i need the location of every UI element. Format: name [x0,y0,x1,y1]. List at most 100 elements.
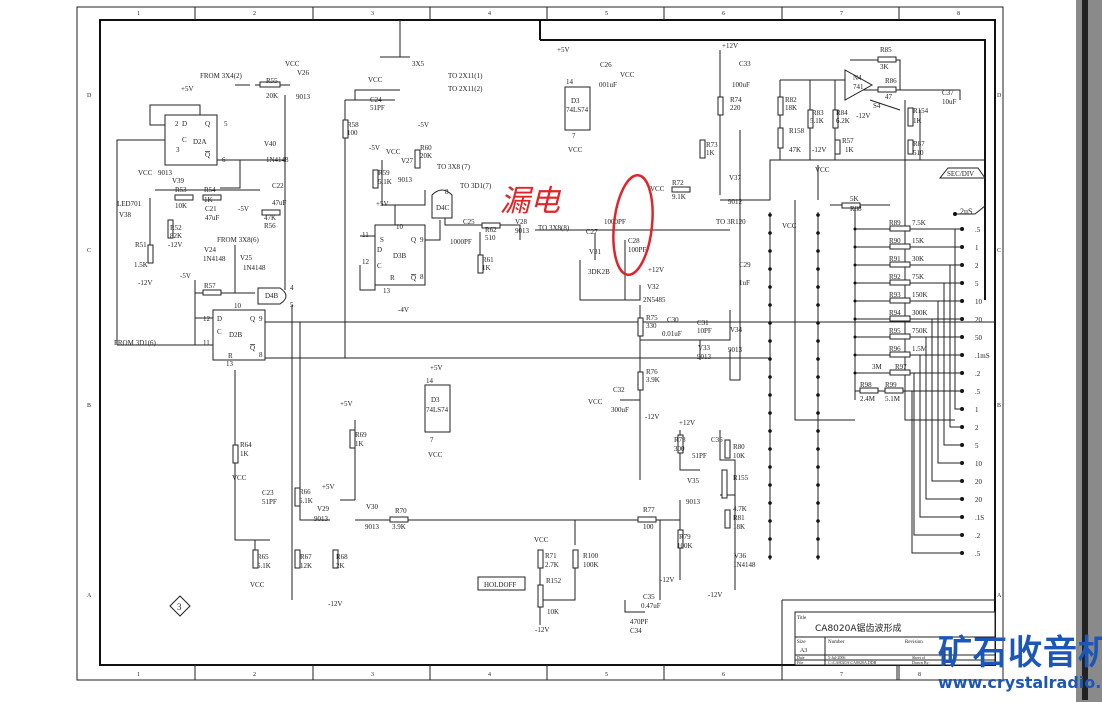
ref-c30: C30 [667,316,679,324]
title-block: Title CA8020A锯齿波形成 Size A3 Number Revisi… [794,611,996,680]
value-r76: 3.9K [646,376,660,384]
type-v39: 9013 [158,169,173,177]
switch-contact-dot [768,411,772,415]
pin-number: 8 [445,188,449,196]
ref-r61: R61 [482,256,494,264]
type-v28: 9013 [515,227,530,235]
net-label: TO 2X11(1) [448,72,483,80]
switch-position-label: .2 [975,370,981,378]
value-r59: 5.1K [378,178,392,186]
pin-label: D [182,120,187,128]
junction-dot [853,371,857,375]
power-label: +5V [340,400,353,408]
value-r78: 300 [674,445,685,453]
value-r58: 100 [347,129,358,137]
scrollbar-thumb[interactable] [1082,0,1088,700]
ref-v36: V36 [734,552,747,560]
ladder-drop-wire [949,265,962,428]
scrollbar-track[interactable] [1076,0,1102,702]
pin-label: S [380,236,384,244]
nand-gate-d4c [431,189,453,219]
pin-label: R [228,352,233,360]
value-r97: 3M [872,363,883,371]
border-column-label: 3 [371,11,374,17]
switch-position-label: .5 [975,388,981,396]
value-r93: 150K [912,291,928,299]
value-c30: 0.01uF [662,330,682,338]
ref-r53: R53 [175,186,187,194]
pin-number: 4 [290,284,294,292]
pin-label: C [182,136,187,144]
switch-contact-dot [816,285,820,289]
sheet-label: Sheet of [912,655,926,660]
ref-r72: R72 [672,179,684,187]
ref-c33: C33 [739,60,751,68]
power-label: VCC [138,169,153,177]
ic-label: D3 [571,97,580,105]
rotary-switch-contacts[interactable] [768,212,820,560]
switch-contact-dot [768,483,772,487]
value-r158: 47K [789,146,801,154]
power-label: VCC [568,146,583,154]
ref-r84: R84 [836,109,848,117]
switch-contact-dot [768,249,772,253]
type-v25: 1N4148 [243,264,266,272]
ref-c29: C29 [739,261,751,269]
ic-label: D3 [431,396,440,404]
switch-contact-dot [816,501,820,505]
ref-r154: R154 [913,107,929,115]
ref-v35: V35 [687,477,700,485]
component-labels: FROM 3X4(2) R55 20K V26 9013 VCC +5V D2A… [114,42,974,635]
switch-position-label: 10 [975,298,983,306]
border-column-label: 7 [840,11,843,17]
ref-r98: R98 [860,381,872,389]
border-row-label: A [87,593,92,599]
resistor-r92 [889,279,911,286]
switch-contact-dot [768,321,772,325]
border-column-label: 2 [253,11,256,17]
handwritten-annotation: 漏电 [500,173,654,277]
value-r70: 3.9K [392,523,406,531]
switch-contact-dot [816,465,820,469]
resistor-r93 [889,297,911,304]
ref-r89: R89 [889,219,901,227]
switch-contact-dot [816,321,820,325]
net-label: FROM 3D1(6) [114,339,156,347]
power-label: +5V [557,46,570,54]
pin-label: Q [205,151,210,159]
value-r86: 47 [885,93,893,101]
date-label: Date [797,655,805,660]
ref-c26: C26 [600,61,612,69]
power-label: VCC [620,71,635,79]
switch-position-label: 10 [975,460,983,468]
border-column-label: 1 [137,672,140,678]
power-label: -5V [238,205,249,213]
ref-v33: V33 [698,344,711,352]
resistor-r91 [889,261,911,268]
ref-r59: R59 [378,169,390,177]
switch-contact-dot [768,285,772,289]
value-r152: 10K [547,608,559,616]
ladder-drop-wire [911,391,962,554]
resistor-r89 [889,225,911,232]
ref-r67: R67 [300,553,312,561]
power-label: -12V [168,241,182,249]
border-column-label: 6 [722,11,725,17]
ladder-drop-wire [913,373,962,536]
pin-label: Q [250,315,255,323]
pin-number: 5 [224,120,228,128]
value-r72: 9.1K [672,193,686,201]
value-r85: 3K [880,63,889,71]
switch-contact-dot [816,537,820,541]
value-c35: 0.47uF [641,602,661,610]
power-label: -5V [418,121,429,129]
value-r88: 5K [850,195,859,203]
flipflop-d3b [374,224,426,286]
net-label: TO 3R120 [716,218,746,226]
ref-r74: R74 [730,96,742,104]
value-r81-trim: 4.7K [733,505,747,513]
power-label: -4V [398,306,409,314]
net-label: FROM 3X4(2) [200,72,242,80]
value-r74: 220 [730,104,741,112]
value-r71: 2.7K [545,561,559,569]
